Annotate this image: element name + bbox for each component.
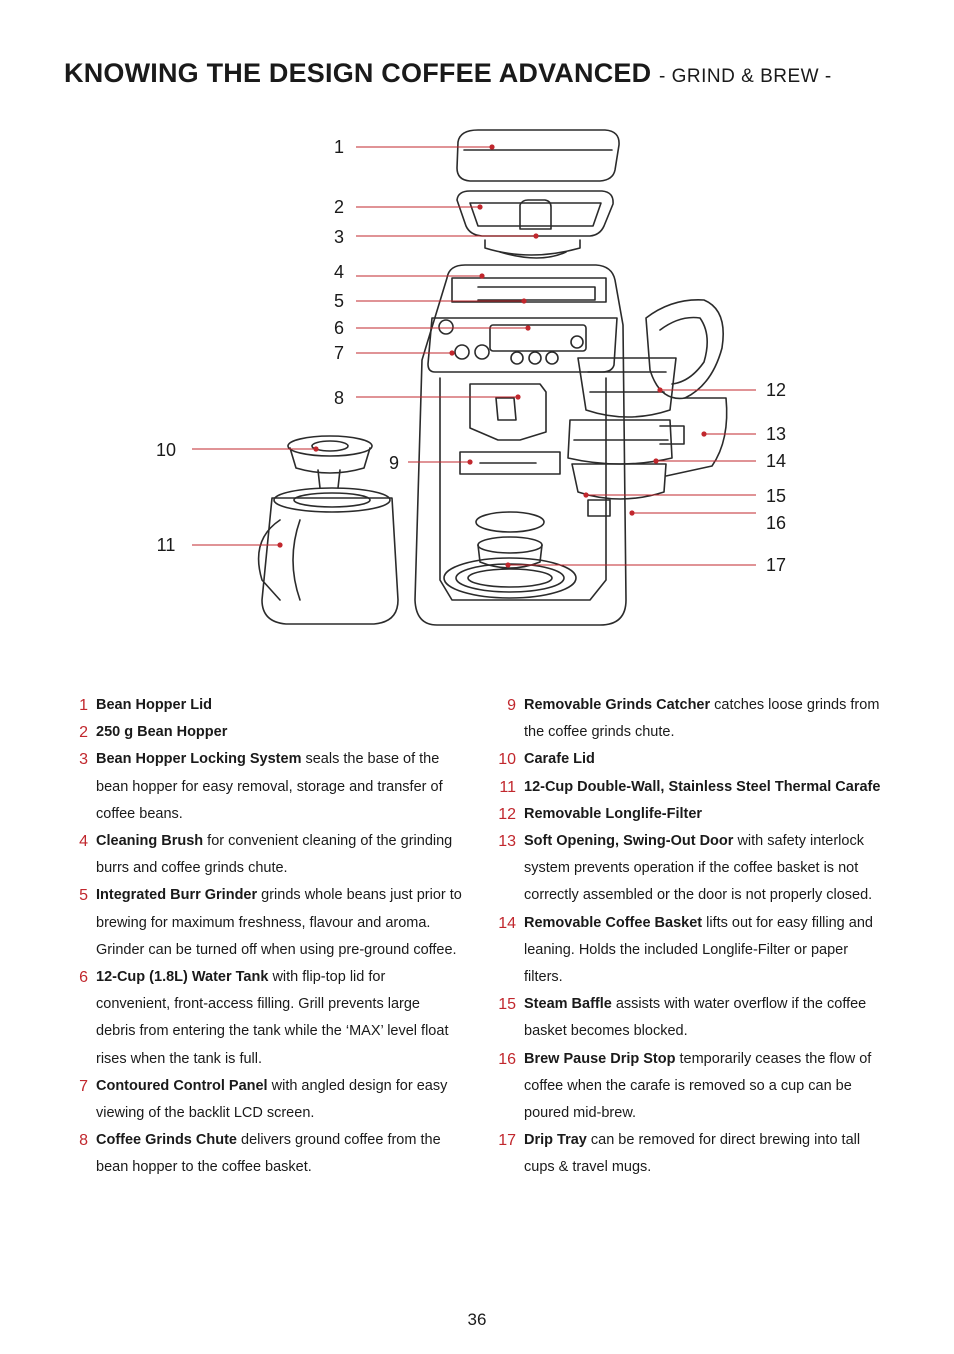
door-shape bbox=[645, 299, 724, 400]
item-term: Carafe Lid bbox=[524, 751, 595, 768]
item-description: with flip-top lid for convenient, front-… bbox=[96, 969, 449, 1067]
item-description: catches loose grinds from the coffee gri… bbox=[524, 697, 880, 741]
item-term: Soft Opening, Swing-Out Door bbox=[524, 833, 734, 850]
item-description: with safety interlock system prevents op… bbox=[524, 833, 873, 904]
callout-6: 6 bbox=[334, 318, 344, 338]
machine-diagram: 1 2 3 4 5 6 7 8 9 10 11 12 13 14 15 16 1… bbox=[156, 129, 786, 626]
item-term: Bean Hopper Locking System bbox=[96, 751, 302, 768]
item-number: 3 bbox=[79, 751, 88, 769]
item-description: seals the base of the bean hopper for ea… bbox=[96, 751, 443, 822]
item-term: Steam Baffle bbox=[524, 996, 612, 1013]
item-number: 2 bbox=[79, 724, 88, 742]
item-description: for convenient cleaning of the grinding … bbox=[96, 833, 453, 877]
item-number: 15 bbox=[498, 996, 516, 1014]
item-term: 12-Cup Double-Wall, Stainless Steel Ther… bbox=[524, 778, 881, 795]
hopper-lid-shape bbox=[456, 129, 620, 182]
page-title: KNOWING THE DESIGN COFFEE ADVANCED - GRI… bbox=[64, 58, 832, 89]
page-number: 36 bbox=[467, 1310, 487, 1329]
callout-5: 5 bbox=[334, 291, 344, 311]
callout-9: 9 bbox=[389, 453, 399, 473]
item-number: 11 bbox=[499, 778, 516, 796]
item-number: 10 bbox=[498, 751, 516, 769]
item-term: Bean Hopper Lid bbox=[96, 697, 213, 713]
item-number: 13 bbox=[498, 833, 516, 851]
callout-11: 11 bbox=[157, 535, 176, 555]
callout-15: 15 bbox=[766, 486, 786, 506]
title-main: KNOWING THE DESIGN COFFEE ADVANCED bbox=[64, 58, 652, 88]
item-number: 12 bbox=[498, 805, 516, 823]
item-description: delivers ground coffee from the bean hop… bbox=[96, 1132, 441, 1176]
list-item: 8 Coffee Grinds Chute delivers ground cof… bbox=[64, 1127, 462, 1181]
item-description: with angled design for easy viewing of t… bbox=[96, 1077, 448, 1122]
item-description: temporarily ceases the flow of coffee wh… bbox=[524, 1050, 872, 1122]
title-subtitle: - GRIND & BREW - bbox=[659, 66, 832, 87]
item-number: 9 bbox=[507, 697, 516, 714]
item-term: Drip Tray bbox=[524, 1132, 587, 1149]
list-item: 6 12-Cup (1.8L) Water Tank with flip-top … bbox=[64, 964, 462, 1073]
list-item: 4 Cleaning Brush for convenient cleaning … bbox=[64, 828, 462, 882]
callout-3: 3 bbox=[334, 227, 344, 247]
list-item: 2 250 g Bean Hopper bbox=[64, 719, 462, 746]
item-number: 5 bbox=[79, 887, 88, 905]
callout-14: 14 bbox=[766, 451, 786, 471]
parts-list-left: 1 Bean Hopper Lid 2 250 g Bean Hopper 3 Bea… bbox=[64, 692, 462, 1182]
callout-1: 1 bbox=[334, 137, 344, 157]
list-item: 10 Carafe Lid bbox=[492, 746, 882, 773]
item-term: Removable Longlife-Filter bbox=[524, 805, 703, 822]
list-item: 1 Bean Hopper Lid bbox=[64, 692, 462, 719]
list-item: 9 Removable Grinds Catcher catches loose … bbox=[492, 692, 882, 746]
hopper-shape bbox=[456, 190, 614, 237]
item-description: assists with water overflow if the coffe… bbox=[524, 996, 867, 1040]
item-number: 6 bbox=[79, 969, 88, 987]
callout-8: 8 bbox=[334, 388, 344, 408]
machine-body-shape bbox=[414, 264, 627, 626]
item-number: 17 bbox=[498, 1132, 516, 1150]
list-item: 16 Brew Pause Drip Stop temporarily cease… bbox=[492, 1046, 882, 1128]
item-term: Brew Pause Drip Stop bbox=[524, 1050, 676, 1067]
item-term: Contoured Control Panel bbox=[96, 1077, 268, 1094]
item-number: 16 bbox=[498, 1050, 516, 1068]
list-item: 15 Steam Baffle assists with water overfl… bbox=[492, 991, 882, 1045]
carafe-shape bbox=[261, 497, 399, 625]
callout-dots bbox=[277, 144, 707, 568]
item-term: 12-Cup (1.8L) Water Tank bbox=[96, 969, 269, 986]
item-term: Cleaning Brush bbox=[96, 833, 204, 850]
callout-16: 16 bbox=[766, 513, 786, 533]
callout-lines bbox=[192, 146, 756, 566]
callout-12: 12 bbox=[766, 380, 786, 400]
drip-tray-shape bbox=[443, 557, 577, 599]
list-item: 17 Drip Tray can be removed for direct br… bbox=[492, 1127, 882, 1181]
callout-7: 7 bbox=[334, 343, 344, 363]
item-description: grinds whole beans just prior to brewing… bbox=[96, 887, 462, 958]
item-term: Integrated Burr Grinder bbox=[96, 887, 258, 904]
item-number: 7 bbox=[79, 1077, 88, 1095]
parts-list-right: 9 Removable Grinds Catcher catches loose … bbox=[492, 692, 882, 1182]
list-item: 12 Removable Longlife-Filter bbox=[492, 801, 882, 828]
item-number: 14 bbox=[498, 914, 516, 932]
chute-shape bbox=[469, 383, 547, 441]
item-number: 4 bbox=[79, 833, 88, 851]
list-item: 14 Removable Coffee Basket lifts out for … bbox=[492, 910, 882, 992]
item-term: Coffee Grinds Chute bbox=[96, 1132, 237, 1149]
list-item: 5 Integrated Burr Grinder grinds whole be… bbox=[64, 882, 462, 964]
item-term: Removable Grinds Catcher bbox=[524, 697, 711, 713]
item-term: 250 g Bean Hopper bbox=[96, 724, 228, 741]
item-description: lifts out for easy filling and leaning. … bbox=[524, 914, 873, 986]
item-number: 8 bbox=[79, 1132, 88, 1150]
list-item: 3 Bean Hopper Locking System seals the ba… bbox=[64, 746, 462, 828]
item-description: can be removed for direct brewing into t… bbox=[524, 1132, 861, 1176]
callout-17: 17 bbox=[766, 555, 786, 575]
callout-10: 10 bbox=[156, 440, 176, 460]
machine-illustration bbox=[257, 129, 728, 626]
item-number: 1 bbox=[79, 697, 88, 714]
callout-13: 13 bbox=[766, 424, 786, 444]
item-term: Removable Coffee Basket bbox=[524, 914, 703, 931]
list-item: 13 Soft Opening, Swing-Out Door with safe… bbox=[492, 828, 882, 910]
carafe-lid-shape bbox=[287, 435, 373, 457]
callout-2: 2 bbox=[334, 197, 344, 217]
callout-numbers: 1 2 3 4 5 6 7 8 9 10 11 12 13 14 15 16 1… bbox=[156, 137, 786, 575]
callout-4: 4 bbox=[334, 262, 344, 282]
list-item: 7 Contoured Control Panel with angled des… bbox=[64, 1073, 462, 1127]
list-item: 11 12-Cup Double-Wall, Stainless Steel Th… bbox=[492, 774, 882, 801]
